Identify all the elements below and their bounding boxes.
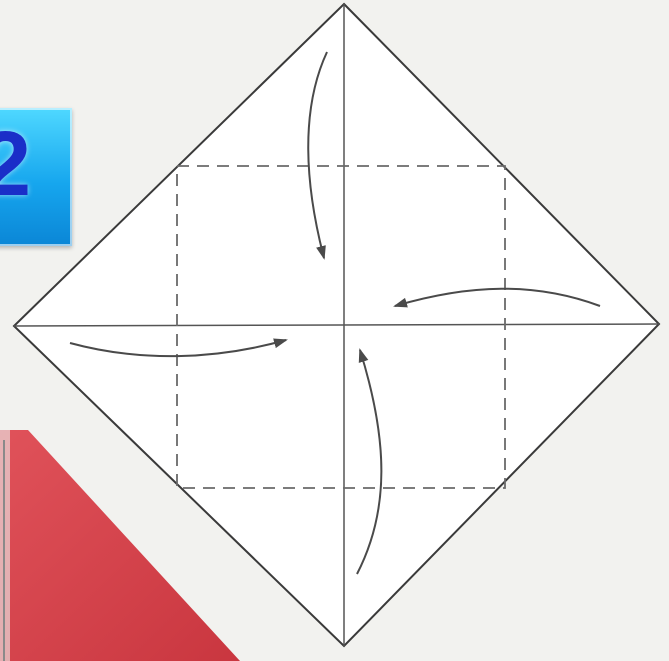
step-number-badge: 2 bbox=[0, 108, 72, 246]
step-number: 2 bbox=[0, 118, 31, 210]
